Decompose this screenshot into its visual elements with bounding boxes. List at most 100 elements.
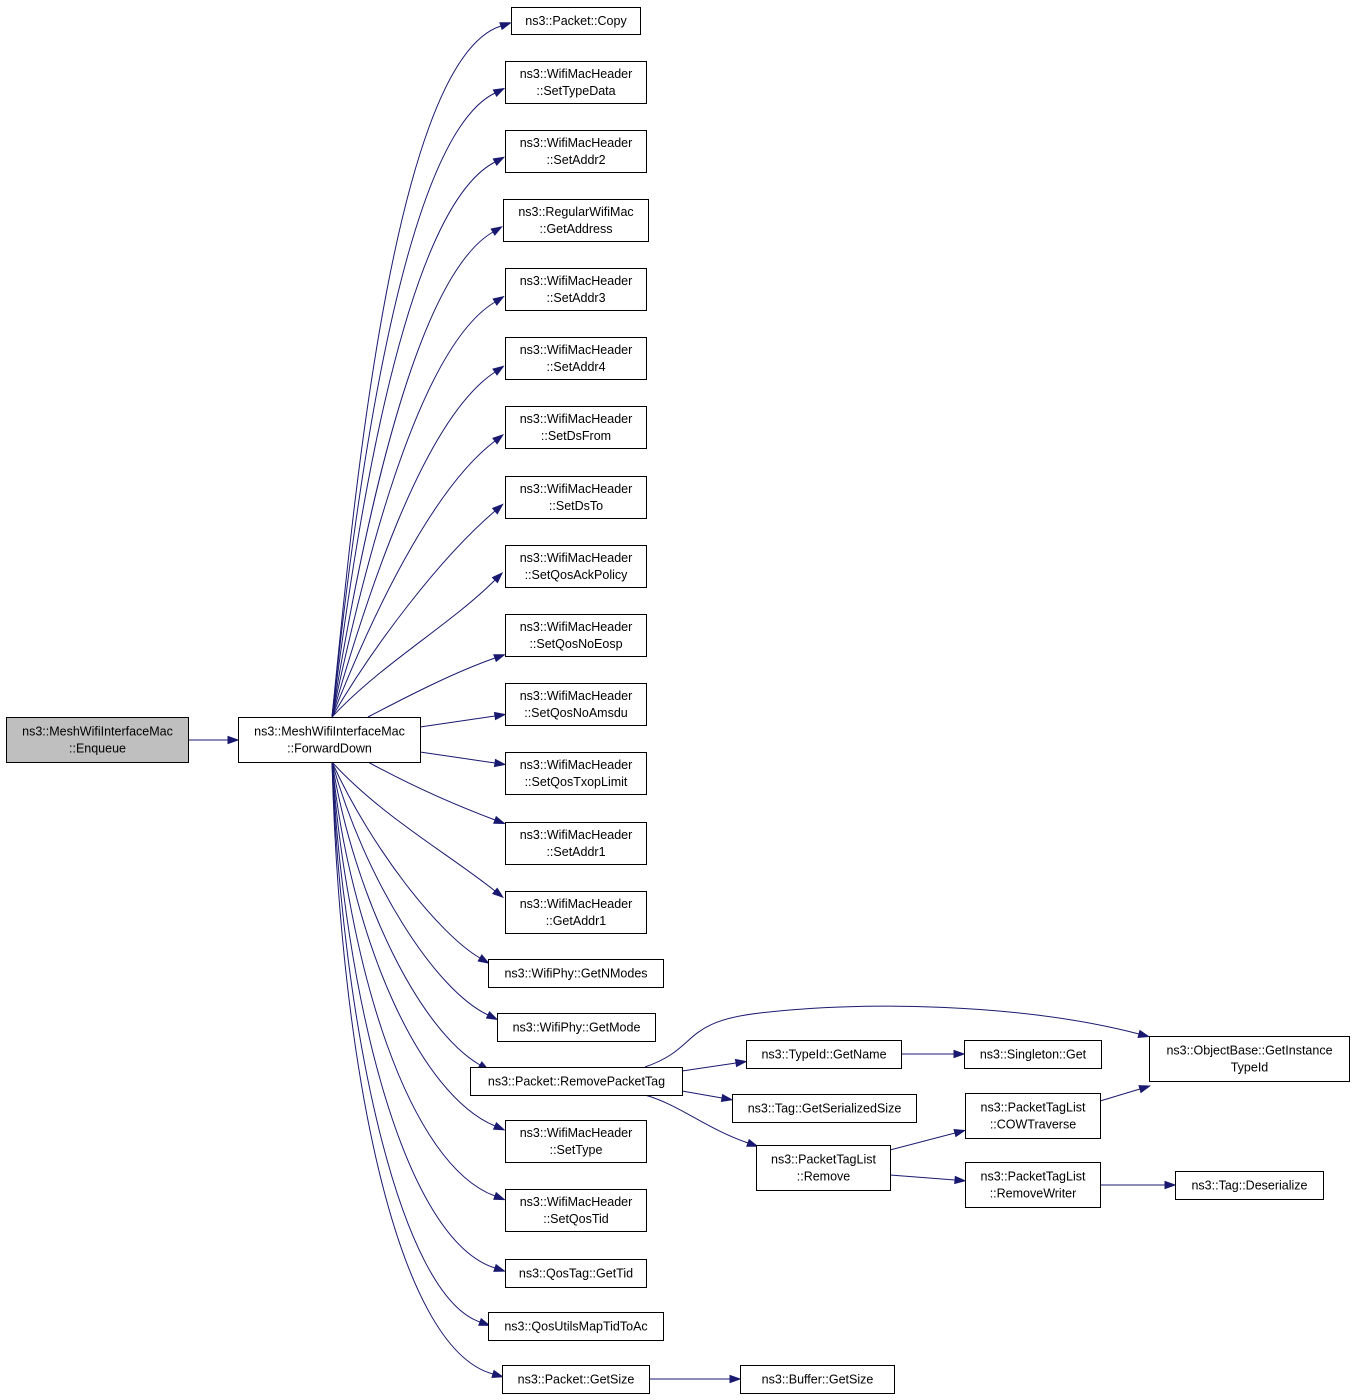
node-box bbox=[756, 1145, 891, 1191]
arrowhead bbox=[485, 1011, 499, 1021]
node-label: ::SetAddr2 bbox=[546, 153, 605, 167]
arrowhead bbox=[492, 433, 505, 445]
edge-removepackettag-to-getserializedsize bbox=[681, 1090, 734, 1103]
node-getaddr1[interactable]: ns3::WifiMacHeader::GetAddr1 bbox=[505, 891, 647, 934]
node-label: ns3::WifiMacHeader bbox=[520, 343, 633, 357]
edge-forwarddown-to-getaddr1 bbox=[331, 761, 504, 899]
edge-line bbox=[331, 761, 481, 1066]
edge-forwarddown-to-setaddr2 bbox=[331, 156, 506, 718]
node-label: ns3::PacketTagList bbox=[981, 1101, 1086, 1115]
node-box bbox=[505, 337, 647, 380]
arrowhead bbox=[493, 711, 507, 721]
node-singletonget[interactable]: ns3::Singleton::Get bbox=[964, 1040, 1102, 1069]
node-label: ::SetDsTo bbox=[549, 499, 603, 513]
node-getnmodes[interactable]: ns3::WifiPhy::GetNModes bbox=[488, 959, 664, 988]
node-enqueue[interactable]: ns3::MeshWifiInterfaceMac::Enqueue bbox=[6, 717, 189, 763]
edge-forwarddown-to-setqosnoeosp bbox=[367, 654, 506, 718]
node-setaddr4[interactable]: ns3::WifiMacHeader::SetAddr4 bbox=[505, 337, 647, 380]
node-box bbox=[505, 683, 647, 726]
node-cowtraverse[interactable]: ns3::PacketTagList::COWTraverse bbox=[965, 1093, 1101, 1139]
edge-typeidgetname-to-singletonget bbox=[901, 1049, 966, 1059]
node-copy[interactable]: ns3::Packet::Copy bbox=[511, 7, 641, 35]
node-setdsto[interactable]: ns3::WifiMacHeader::SetDsTo bbox=[505, 476, 647, 519]
node-setqosackpolicy[interactable]: ns3::WifiMacHeader::SetQosAckPolicy bbox=[505, 545, 647, 588]
arrowhead bbox=[1137, 1029, 1151, 1038]
node-label: ns3::WifiMacHeader bbox=[520, 274, 633, 288]
node-box bbox=[746, 1040, 902, 1069]
edge-forwarddown-to-copy bbox=[331, 22, 512, 718]
node-box bbox=[505, 1259, 647, 1288]
node-label: TypeId bbox=[1231, 1061, 1269, 1075]
node-ptlremove[interactable]: ns3::PacketTagList::Remove bbox=[756, 1145, 891, 1191]
edge-packetgetsize-to-buffergetsize bbox=[649, 1374, 742, 1384]
node-label: ::RemoveWriter bbox=[990, 1187, 1077, 1201]
node-label: ::GetAddr1 bbox=[546, 914, 606, 928]
edge-forwarddown-to-setqosnoamsdu bbox=[419, 711, 507, 728]
edge-line bbox=[419, 751, 496, 764]
edge-line bbox=[331, 579, 496, 718]
arrowhead bbox=[491, 1369, 505, 1378]
arrowhead bbox=[493, 654, 506, 663]
node-settype[interactable]: ns3::WifiMacHeader::SetType bbox=[505, 1120, 647, 1163]
node-getaddress[interactable]: ns3::RegularWifiMac::GetAddress bbox=[503, 199, 649, 242]
edge-forwarddown-to-getaddress bbox=[331, 226, 503, 718]
node-setqosnoeosp[interactable]: ns3::WifiMacHeader::SetQosNoEosp bbox=[505, 614, 647, 657]
node-box bbox=[505, 891, 647, 934]
edge-line bbox=[331, 510, 496, 718]
arrowhead bbox=[1164, 1180, 1177, 1190]
edge-line bbox=[331, 440, 496, 718]
node-box bbox=[238, 717, 421, 763]
edge-forwarddown-to-setaddr4 bbox=[331, 365, 505, 718]
node-removepackettag[interactable]: ns3::Packet::RemovePacketTag bbox=[470, 1067, 683, 1096]
node-setqostid[interactable]: ns3::WifiMacHeader::SetQosTid bbox=[505, 1189, 647, 1232]
node-qosutils[interactable]: ns3::QosUtilsMapTidToAc bbox=[488, 1312, 664, 1341]
node-setqosnoamsdu[interactable]: ns3::WifiMacHeader::SetQosNoAmsdu bbox=[505, 683, 647, 726]
node-label: ns3::Packet::RemovePacketTag bbox=[488, 1075, 665, 1089]
node-packetgetsize[interactable]: ns3::Packet::GetSize bbox=[502, 1365, 650, 1394]
node-box bbox=[965, 1162, 1101, 1208]
arrowhead bbox=[493, 758, 507, 768]
node-setqostxoplimit[interactable]: ns3::WifiMacHeader::SetQosTxopLimit bbox=[505, 752, 647, 795]
edge-forwarddown-to-setaddr1 bbox=[367, 761, 506, 825]
node-removewriter[interactable]: ns3::PacketTagList::RemoveWriter bbox=[965, 1162, 1101, 1208]
node-label: ns3::WifiMacHeader bbox=[520, 482, 633, 496]
node-label: ns3::WifiMacHeader bbox=[520, 136, 633, 150]
node-setdsfrom[interactable]: ns3::WifiMacHeader::SetDsFrom bbox=[505, 406, 647, 449]
edge-forwarddown-to-settype bbox=[331, 761, 506, 1131]
node-label: ::SetQosTid bbox=[543, 1212, 609, 1226]
node-deserialize[interactable]: ns3::Tag::Deserialize bbox=[1175, 1171, 1324, 1200]
node-buffergetsize[interactable]: ns3::Buffer::GetSize bbox=[740, 1365, 895, 1394]
node-label: ::GetAddress bbox=[540, 222, 613, 236]
edge-forwarddown-to-setqosackpolicy bbox=[331, 571, 504, 718]
edge-line bbox=[681, 1090, 723, 1099]
edge-line bbox=[331, 301, 496, 718]
node-box bbox=[505, 752, 647, 795]
node-setaddr3[interactable]: ns3::WifiMacHeader::SetAddr3 bbox=[505, 268, 647, 311]
arrowhead bbox=[492, 87, 506, 97]
node-setaddr2[interactable]: ns3::WifiMacHeader::SetAddr2 bbox=[505, 130, 647, 173]
node-getmode[interactable]: ns3::WifiPhy::GetMode bbox=[497, 1013, 656, 1042]
edge-forwarddown-to-getmode bbox=[331, 761, 499, 1021]
edge-line bbox=[331, 761, 481, 959]
arrowhead bbox=[493, 1191, 506, 1201]
node-typeidgetname[interactable]: ns3::TypeId::GetName bbox=[746, 1040, 902, 1069]
node-box bbox=[1149, 1036, 1350, 1082]
edge-line bbox=[367, 761, 496, 821]
node-box bbox=[732, 1094, 917, 1123]
edge-line bbox=[331, 231, 494, 718]
node-gettid[interactable]: ns3::QosTag::GetTid bbox=[505, 1259, 647, 1288]
node-settypedata[interactable]: ns3::WifiMacHeader::SetTypeData bbox=[505, 61, 647, 104]
arrowhead bbox=[720, 1093, 734, 1103]
node-label: ns3::WifiMacHeader bbox=[520, 1195, 633, 1209]
node-setaddr1[interactable]: ns3::WifiMacHeader::SetAddr1 bbox=[505, 822, 647, 865]
node-getserializedsize[interactable]: ns3::Tag::GetSerializedSize bbox=[732, 1094, 917, 1123]
edge-forwarddown-to-settypedata bbox=[331, 87, 506, 718]
node-label: ::SetQosTxopLimit bbox=[525, 775, 628, 789]
node-label: ns3::WifiMacHeader bbox=[520, 67, 633, 81]
node-label: ns3::Packet::GetSize bbox=[518, 1373, 635, 1387]
arrowhead bbox=[493, 1263, 506, 1272]
node-forwarddown[interactable]: ns3::MeshWifiInterfaceMac::ForwardDown bbox=[238, 717, 421, 763]
arrowhead bbox=[953, 1129, 967, 1138]
node-label: ns3::RegularWifiMac bbox=[518, 205, 633, 219]
